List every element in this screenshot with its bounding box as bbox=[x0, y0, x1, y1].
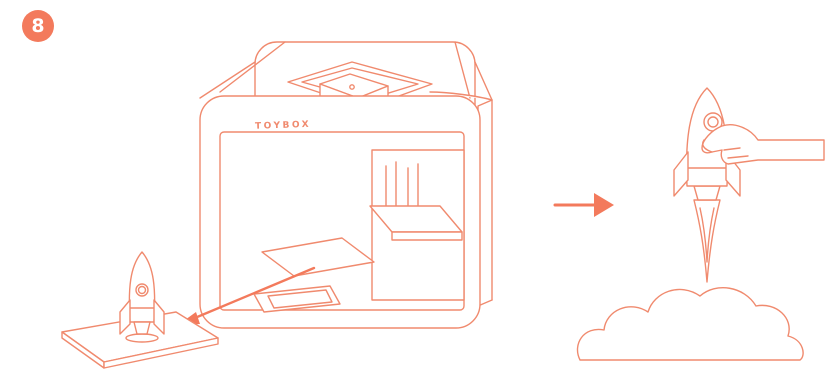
rocket-on-plate-icon bbox=[61, 251, 219, 369]
printer-brand-label: TOYBOX bbox=[255, 120, 311, 132]
launching-rocket-icon bbox=[576, 87, 804, 361]
cloud-icon bbox=[576, 287, 804, 361]
printer-icon: TOYBOX bbox=[199, 41, 493, 329]
step-number-badge: 8 bbox=[22, 10, 54, 42]
arrow-right-icon bbox=[553, 193, 614, 217]
hand-icon bbox=[701, 124, 825, 165]
